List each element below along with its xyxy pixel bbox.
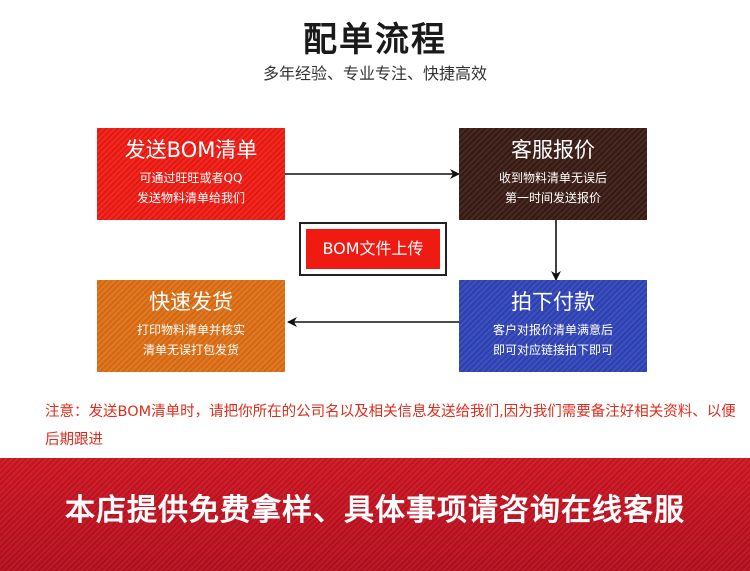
step-pay-line2: 即可对应链接拍下即可 — [492, 343, 613, 357]
step-ship-line1: 打印物料清单并核实 — [136, 323, 245, 337]
step-send-line2: 发送物料清单给我们 — [136, 191, 245, 205]
page-title: 配单流程 — [303, 20, 447, 60]
step-pay-line1: 客户对报价清单满意后 — [492, 323, 613, 337]
step-send-bom: 发送BOM清单 可通过旺旺或者QQ 发送物料清单给我们 — [97, 128, 285, 220]
step-ship: 快速发货 打印物料清单并核实 清单无误打包发货 — [97, 280, 285, 372]
page-subtitle: 多年经验、专业专注、快捷高效 — [262, 64, 487, 83]
step-pay-title: 拍下付款 — [511, 290, 595, 314]
step-quote-title: 客服报价 — [511, 138, 595, 162]
step-quote-line1: 收到物料清单无误后 — [498, 171, 607, 185]
promo-banner: 本店提供免费拿样、具体事项请咨询在线客服 — [0, 458, 750, 571]
bom-upload-frame: BOM文件上传 — [299, 222, 447, 276]
step-send-title: 发送BOM清单 — [124, 138, 258, 162]
step-quote: 客服报价 收到物料清单无误后 第一时间发送报价 — [459, 128, 647, 220]
bom-upload-label: BOM文件上传 — [306, 229, 440, 269]
notice-text: 注意：发送BOM清单时，请把你所在的公司名以及相关信息发送给我们,因为我们需要备… — [45, 404, 736, 448]
step-send-line1: 可通过旺旺或者QQ — [139, 171, 243, 185]
step-quote-line2: 第一时间发送报价 — [504, 191, 601, 205]
promo-banner-text: 本店提供免费拿样、具体事项请咨询在线客服 — [65, 493, 685, 528]
step-ship-title: 快速发货 — [149, 290, 233, 314]
step-pay: 拍下付款 客户对报价清单满意后 即可对应链接拍下即可 — [459, 280, 647, 372]
step-ship-line2: 清单无误打包发货 — [142, 343, 239, 357]
